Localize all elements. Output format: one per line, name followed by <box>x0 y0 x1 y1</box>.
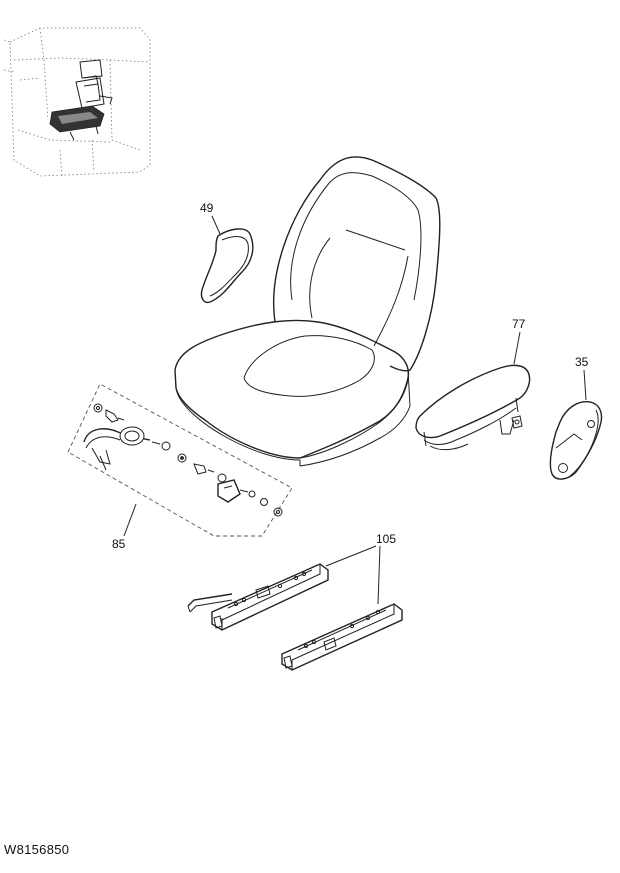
locator-seat-icon <box>49 59 113 141</box>
callout-105: 105 <box>376 532 396 546</box>
seat-backrest <box>273 156 441 372</box>
callout-35: 35 <box>575 355 589 369</box>
callout-49: 49 <box>200 201 214 215</box>
part-105-seat-rail-left <box>187 563 329 631</box>
part-49-side-cover <box>200 228 254 304</box>
leader-105 <box>325 545 381 605</box>
seat-cushion <box>174 319 410 459</box>
cab-locator-thumbnail <box>3 27 151 177</box>
leader-49 <box>211 215 221 235</box>
leader-85 <box>123 503 137 537</box>
seat-assembly <box>174 156 441 467</box>
callout-77: 77 <box>512 317 526 331</box>
leader-35 <box>583 369 587 401</box>
drawing-id: W8156850 <box>4 842 70 857</box>
part-85-seat-belt-kit <box>67 383 293 537</box>
part-35-bracket-plate <box>549 401 603 480</box>
callout-85: 85 <box>112 537 126 551</box>
leader-77 <box>513 331 521 365</box>
part-77-armrest <box>415 364 531 451</box>
part-105-seat-rail-right <box>281 603 403 671</box>
